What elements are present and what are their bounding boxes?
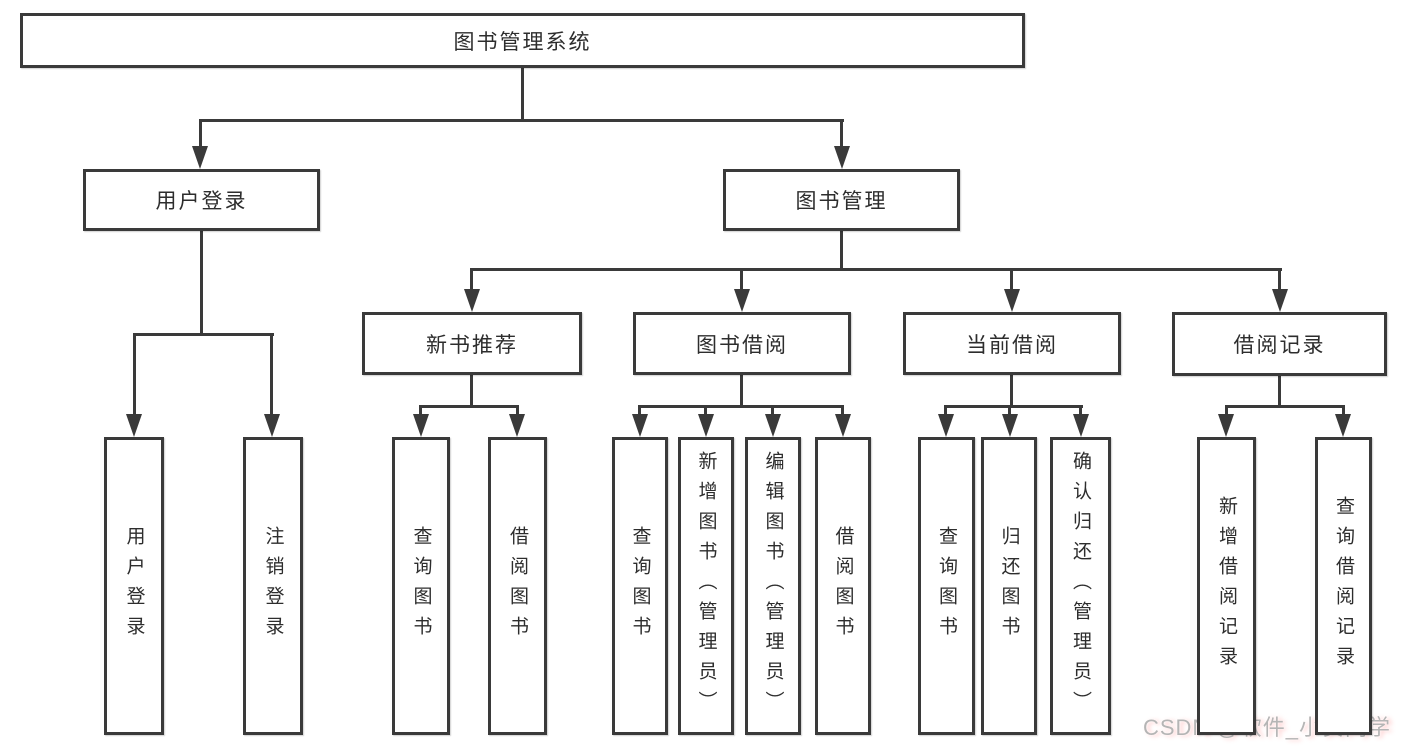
connector-segment (270, 333, 273, 421)
node-label: 新增借阅记录 (1216, 496, 1237, 676)
node-label: 注销登录 (262, 526, 284, 646)
arrowhead-down-icon (698, 414, 714, 437)
arrowhead-down-icon (834, 146, 850, 169)
connector-segment (470, 268, 473, 298)
node-leaf-borrow-book-2: 借阅图书 (815, 437, 871, 735)
connector-segment (133, 333, 274, 336)
node-leaf-return-book: 归还图书 (981, 437, 1037, 735)
node-new-book-rec: 新书推荐 (362, 312, 582, 375)
node-label: 用户登录 (123, 526, 145, 646)
arrowhead-down-icon (509, 414, 525, 437)
connector-segment (740, 268, 743, 298)
arrowhead-down-icon (1004, 289, 1020, 312)
arrowhead-down-icon (264, 414, 280, 437)
arrowhead-down-icon (413, 414, 429, 437)
connector-segment (133, 333, 136, 421)
node-label: 图书借阅 (696, 333, 788, 357)
node-label: 确认归还（管理员） (1070, 451, 1091, 721)
node-leaf-query-book-1: 查询图书 (392, 437, 450, 735)
connector-segment (521, 68, 524, 121)
node-label: 借阅图书 (832, 526, 854, 646)
connector-segment (199, 119, 844, 122)
connector-segment (199, 119, 202, 151)
node-label: 借阅图书 (507, 526, 528, 646)
node-label: 新增图书（管理员） (695, 451, 717, 721)
arrowhead-down-icon (1335, 414, 1351, 437)
connector-segment (1010, 375, 1013, 407)
arrowhead-down-icon (632, 414, 648, 437)
node-label: 图书管理 (795, 190, 888, 213)
node-book-borrow: 图书借阅 (633, 312, 851, 375)
node-leaf-query-record: 查询借阅记录 (1315, 437, 1372, 735)
arrowhead-down-icon (1218, 414, 1234, 437)
node-leaf-add-record: 新增借阅记录 (1197, 437, 1256, 735)
connector-segment (840, 119, 843, 151)
arrowhead-down-icon (835, 414, 851, 437)
node-current-borrow: 当前借阅 (903, 312, 1121, 375)
connector-segment (740, 375, 743, 407)
node-leaf-logout: 注销登录 (243, 437, 303, 735)
node-label: 查询图书 (936, 526, 957, 646)
connector-segment (1278, 376, 1281, 407)
arrowhead-down-icon (1073, 414, 1089, 437)
connector-segment (1225, 405, 1344, 408)
arrowhead-down-icon (126, 414, 142, 437)
connector-segment (1278, 268, 1281, 298)
node-label: 图书管理系统 (453, 30, 592, 54)
connector-segment (1010, 268, 1013, 298)
node-leaf-query-book-3: 查询图书 (918, 437, 975, 735)
connector-segment (638, 405, 844, 408)
node-label: 编辑图书（管理员） (762, 451, 784, 721)
node-root: 图书管理系统 (20, 13, 1025, 68)
arrowhead-down-icon (938, 414, 954, 437)
node-label: 查询图书 (629, 526, 651, 646)
connector-segment (840, 231, 843, 270)
connector-segment (944, 405, 1083, 408)
arrowhead-down-icon (734, 289, 750, 312)
arrowhead-down-icon (464, 289, 480, 312)
node-borrow-record: 借阅记录 (1172, 312, 1387, 376)
node-leaf-query-book-2: 查询图书 (612, 437, 668, 735)
node-leaf-edit-book: 编辑图书（管理员） (745, 437, 801, 735)
node-label: 查询图书 (410, 526, 432, 646)
connector-segment (470, 375, 473, 407)
arrowhead-down-icon (1272, 289, 1288, 312)
node-leaf-borrow-book-1: 借阅图书 (488, 437, 547, 735)
node-leaf-confirm-return: 确认归还（管理员） (1050, 437, 1111, 735)
node-label: 归还图书 (998, 526, 1020, 646)
node-label: 新书推荐 (426, 333, 518, 357)
node-book-mgmt: 图书管理 (723, 169, 960, 231)
arrowhead-down-icon (1002, 414, 1018, 437)
arrowhead-down-icon (765, 414, 781, 437)
connector-segment (471, 268, 1282, 271)
connector-segment (200, 231, 203, 335)
connector-segment (419, 405, 519, 408)
node-label: 用户登录 (155, 190, 248, 213)
node-user-login: 用户登录 (83, 169, 320, 231)
node-label: 当前借阅 (966, 333, 1058, 357)
node-leaf-user-login: 用户登录 (104, 437, 164, 735)
node-label: 查询借阅记录 (1333, 496, 1354, 676)
node-label: 借阅记录 (1233, 334, 1326, 357)
arrowhead-down-icon (192, 146, 208, 169)
node-leaf-add-book: 新增图书（管理员） (678, 437, 734, 735)
